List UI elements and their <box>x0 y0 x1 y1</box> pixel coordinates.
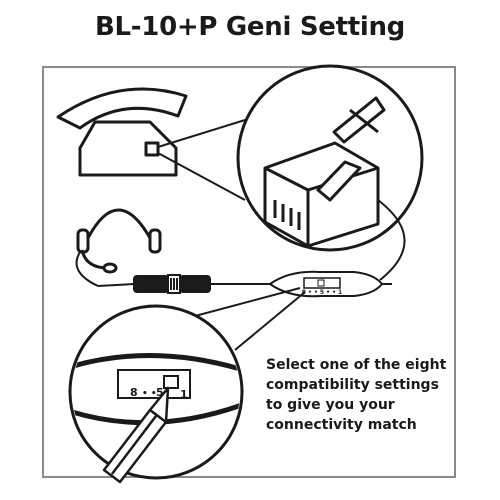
instruction-caption: Select one of the eight compatibility se… <box>266 355 456 435</box>
headset-icon <box>75 208 162 287</box>
caption-line: Select one of the eight <box>266 357 447 373</box>
switch-label-1: 1 <box>180 388 188 401</box>
modular-plug-icon <box>263 96 386 248</box>
quick-disconnect-icon <box>133 274 211 294</box>
switch-label-8: 8 <box>130 386 138 399</box>
caption-line: to give you your <box>266 397 395 413</box>
switch-label-5: 5 <box>156 386 164 399</box>
switch-label-small: 8 • • 5 • • 1 <box>302 289 342 296</box>
caption-line: compatibility settings <box>266 377 439 393</box>
pencil-icon <box>102 386 170 484</box>
page-title: BL-10+P Geni Setting <box>95 12 405 42</box>
switch-pod: 8 • • 5 • • 1 <box>268 270 384 298</box>
switch-label-dots: • • <box>142 389 157 399</box>
telephone-icon <box>56 87 188 177</box>
diagram-frame <box>42 66 456 478</box>
caption-line: connectivity match <box>266 417 417 433</box>
